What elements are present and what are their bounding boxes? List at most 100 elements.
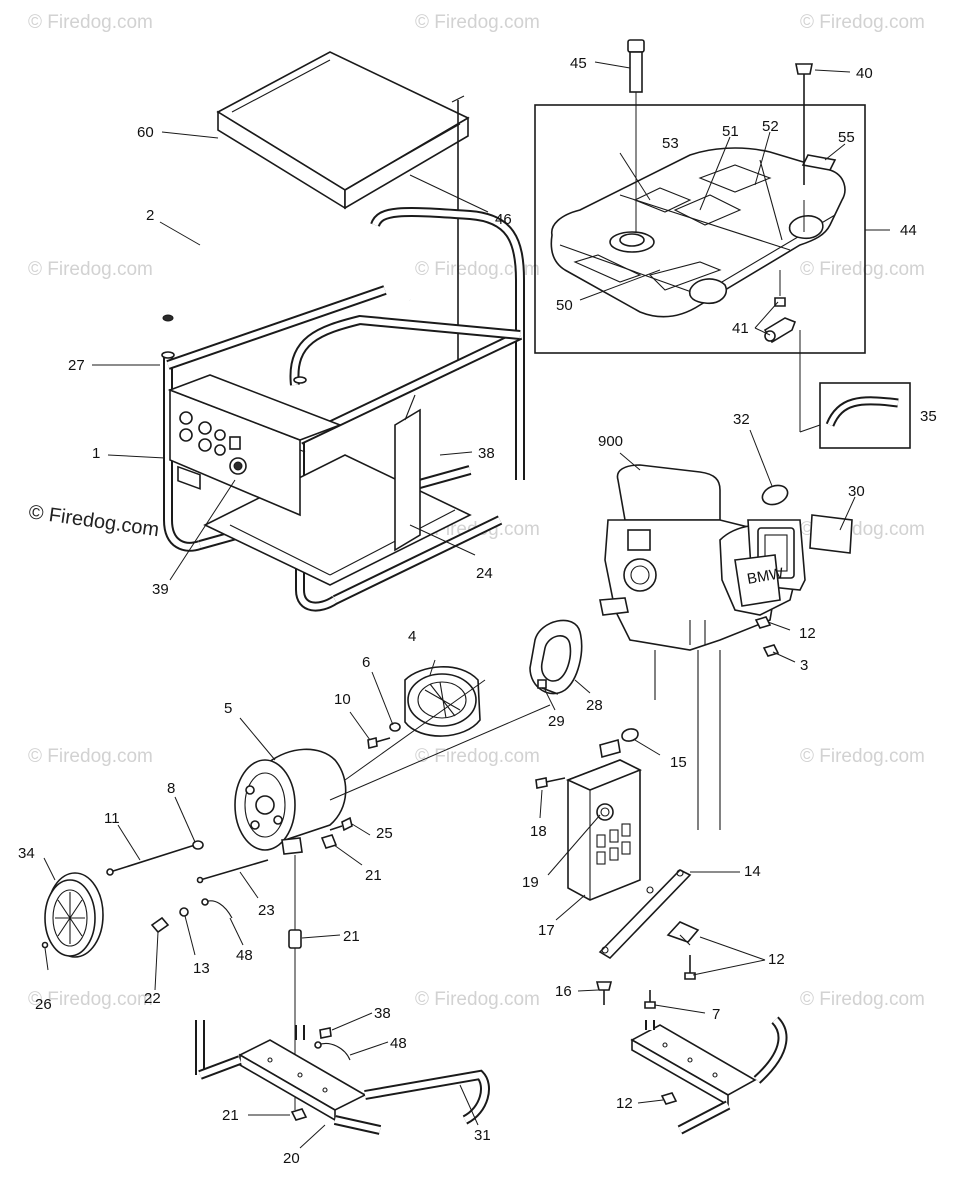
callout-27: 27: [68, 357, 85, 374]
callout-20: 20: [283, 1150, 300, 1167]
callout-28: 28: [586, 697, 603, 714]
part-26-screw: [41, 941, 49, 949]
watermark: © Firedog.com: [800, 746, 925, 767]
watermark: © Firedog.com: [800, 989, 925, 1010]
fuel-tank-assembly-box: [534, 104, 890, 354]
callout-13: 13: [193, 960, 210, 977]
callout-40: 40: [856, 65, 873, 82]
part-7-bolt: [644, 990, 656, 1009]
callout-18: 18: [530, 823, 547, 840]
callout-55: 55: [838, 129, 855, 146]
watermark: © Firedog.com: [415, 989, 540, 1010]
part-39-control-panel: [167, 374, 343, 517]
part-32-cover: [761, 484, 789, 506]
engine-badge: BMW: [746, 565, 786, 588]
callout-17: 17: [538, 922, 555, 939]
leader-lines: [43, 61, 856, 1149]
callout-30: 30: [848, 483, 865, 500]
part-44-fuel-tank: [550, 147, 846, 318]
part-4-fan-housing: [404, 666, 481, 737]
callout-46: 46: [495, 211, 512, 228]
callout-14: 14: [744, 863, 761, 880]
part-35-fuel-line: [799, 330, 911, 449]
part-6-washer: [389, 722, 401, 732]
callout-26: 26: [35, 996, 52, 1013]
callout-4: 4: [408, 628, 416, 645]
callout-6: 6: [362, 654, 370, 671]
callout-45: 45: [570, 55, 587, 72]
callout-39: 39: [152, 581, 169, 598]
part-12-bolt: [684, 955, 696, 980]
callout-21-base: 21: [222, 1107, 239, 1124]
callout-41: 41: [732, 320, 749, 337]
callout-22: 22: [144, 990, 161, 1007]
callout-35: 35: [920, 408, 937, 425]
part-8-washer: [192, 840, 204, 850]
engine-nuts: [754, 616, 780, 657]
callout-3: 3: [800, 657, 808, 674]
callout-11: 11: [104, 810, 120, 827]
callout-7: 7: [712, 1006, 720, 1023]
part-16-bolt: [595, 981, 613, 1005]
watermark-dark: © Firedog.com: [27, 501, 160, 541]
watermark: © Firedog.com: [28, 12, 153, 33]
callout-50: 50: [556, 297, 573, 314]
part-23-stud: [196, 859, 269, 884]
callout-21-top: 21: [365, 867, 382, 884]
part-22-bracket: [150, 916, 170, 934]
part-28-gasket: [529, 619, 583, 695]
part-24-bracket: [394, 394, 421, 552]
part-900-engine: BMW: [599, 464, 806, 830]
part-60-cover-plate: [216, 51, 470, 210]
part-41-fuel-valve: [763, 270, 797, 344]
callout-2: 2: [146, 207, 154, 224]
callout-44: 44: [900, 222, 917, 239]
part-11-stud: [106, 844, 196, 876]
callout-23: 23: [258, 902, 275, 919]
callout-38-lower: 38: [374, 1005, 391, 1022]
part-14-bracket: [598, 869, 692, 960]
callout-1: 1: [92, 445, 100, 462]
callout-38-upper: 38: [478, 445, 495, 462]
callout-900: 900: [598, 433, 623, 450]
part-5-alternator: [234, 748, 347, 855]
part-10-screw: [367, 737, 391, 749]
callout-numbers: 60 2 27 1 39 46 24 38 45 40 53 51 52 55 …: [18, 55, 937, 1167]
callout-29: 29: [548, 713, 565, 730]
callout-32: 32: [733, 411, 750, 428]
callout-19: 19: [522, 874, 539, 891]
callout-52: 52: [762, 118, 779, 135]
part-30-label: [809, 514, 853, 554]
part-17-muffler: [565, 738, 642, 901]
callout-34: 34: [18, 845, 35, 862]
callout-8: 8: [167, 780, 175, 797]
callout-12-engine: 12: [799, 625, 816, 642]
part-18-screw: [535, 777, 566, 789]
part-40-bolt: [795, 63, 813, 232]
right-base-rail: [630, 1016, 788, 1135]
callout-48-lower: 48: [390, 1035, 407, 1052]
part-48-wire-upper: [201, 898, 233, 919]
callout-48-upper: 48: [236, 947, 253, 964]
part-21-spacer: [288, 929, 302, 949]
watermark: © Firedog.com: [800, 259, 925, 280]
part-13-nut: [179, 907, 189, 917]
callout-53: 53: [662, 135, 679, 152]
callout-10: 10: [334, 691, 351, 708]
callout-16: 16: [555, 983, 572, 1000]
watermark: © Firedog.com: [28, 746, 153, 767]
watermark: © Firedog.com: [415, 259, 540, 280]
callout-12-base: 12: [616, 1095, 633, 1112]
alignment-lines: [294, 679, 551, 1110]
callout-25: 25: [376, 825, 393, 842]
watermark: © Firedog.com: [28, 989, 153, 1010]
watermark: © Firedog.com: [28, 259, 153, 280]
callout-12-bracket: 12: [768, 951, 785, 968]
part-15-gasket: [621, 728, 639, 742]
watermark: © Firedog.com: [415, 12, 540, 33]
callout-15: 15: [670, 754, 687, 771]
part-21-nut-top: [320, 834, 338, 849]
callout-21-mid: 21: [343, 928, 360, 945]
callout-60: 60: [137, 124, 154, 141]
